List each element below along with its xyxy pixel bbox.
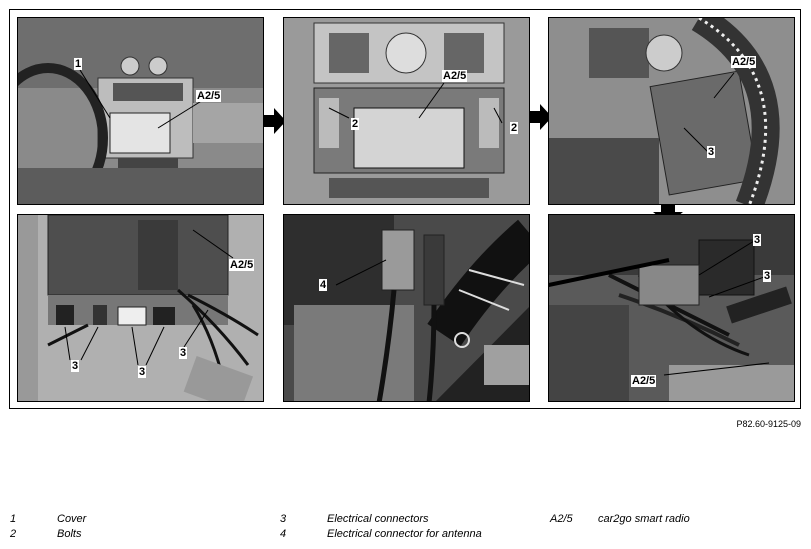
callout-1: 1: [74, 58, 83, 70]
radio-bolts-photo: [284, 18, 529, 204]
callout-a2-5: A2/5: [229, 259, 255, 271]
callout-2-left: 2: [351, 118, 360, 130]
callout-a2-5: A2/5: [731, 56, 757, 68]
legend-num: A2/5: [550, 513, 573, 525]
photo-panel-1: [17, 17, 264, 205]
figure-reference: P82.60-9125-09: [736, 419, 801, 429]
callout-4: 4: [319, 279, 328, 291]
legend-num: 1: [10, 513, 17, 525]
photo-panel-3: [548, 17, 795, 205]
legend: 1 Cover 2 Bolts 3 Electrical connectors …: [0, 512, 811, 542]
photo-panel-6: [548, 214, 795, 402]
callout-3: 3: [179, 347, 188, 359]
arrow-right-icon: [264, 108, 286, 134]
callout-2-right: 2: [510, 122, 519, 134]
legend-text: Electrical connector for antenna: [327, 528, 482, 540]
legend-num: 4: [280, 528, 287, 540]
arrow-right-icon: [530, 104, 552, 130]
connectors-detail-photo: [549, 215, 794, 401]
callout-3: 3: [753, 234, 762, 246]
dashboard-photo: [18, 18, 263, 204]
photo-panel-2: [283, 17, 530, 205]
photo-panel-5: [283, 214, 530, 402]
callout-3: 3: [763, 270, 772, 282]
radio-pulled-photo: [549, 18, 794, 204]
legend-text: car2go smart radio: [598, 513, 690, 525]
antenna-connector-photo: [284, 215, 529, 401]
legend-text: Cover: [57, 513, 87, 525]
legend-num: 2: [10, 528, 17, 540]
callout-a2-5: A2/5: [442, 70, 468, 82]
callout-a2-5: A2/5: [631, 375, 657, 387]
callout-3: 3: [707, 146, 716, 158]
callout-3: 3: [138, 366, 147, 378]
legend-num: 3: [280, 513, 287, 525]
callout-a2-5: A2/5: [196, 90, 222, 102]
callout-3: 3: [71, 360, 80, 372]
legend-text: Electrical connectors: [327, 513, 429, 525]
legend-text: Bolts: [57, 528, 82, 540]
